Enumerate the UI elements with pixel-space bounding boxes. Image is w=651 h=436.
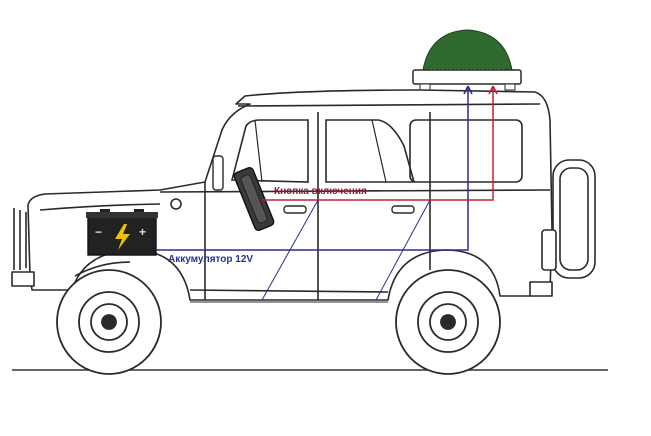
side-window (409, 119, 523, 183)
side-mirror (212, 155, 224, 191)
rear-door-handle (391, 205, 415, 214)
button-wire (262, 86, 494, 201)
roof-beacon (412, 29, 522, 91)
front-door-handle (283, 205, 307, 214)
front-wheel (56, 269, 162, 375)
battery-wire (156, 86, 469, 251)
fittings (212, 155, 415, 214)
plus-icon: + (139, 225, 146, 239)
button-label: Кнопка включения (274, 186, 367, 197)
spare-wheel (541, 159, 596, 279)
wiring (156, 85, 498, 301)
beacon-base (412, 69, 522, 85)
front-door-window (230, 119, 309, 183)
rear-wheel (395, 269, 501, 375)
battery-label: Аккумулятор 12V (168, 254, 253, 265)
switch-button (233, 167, 275, 231)
rear-door-window (325, 119, 416, 183)
minus-icon: − (95, 225, 102, 239)
windows (230, 119, 523, 183)
lightning-icon (115, 224, 130, 250)
battery-icon: − + (86, 209, 158, 256)
warning-light-dome-icon (422, 29, 513, 71)
